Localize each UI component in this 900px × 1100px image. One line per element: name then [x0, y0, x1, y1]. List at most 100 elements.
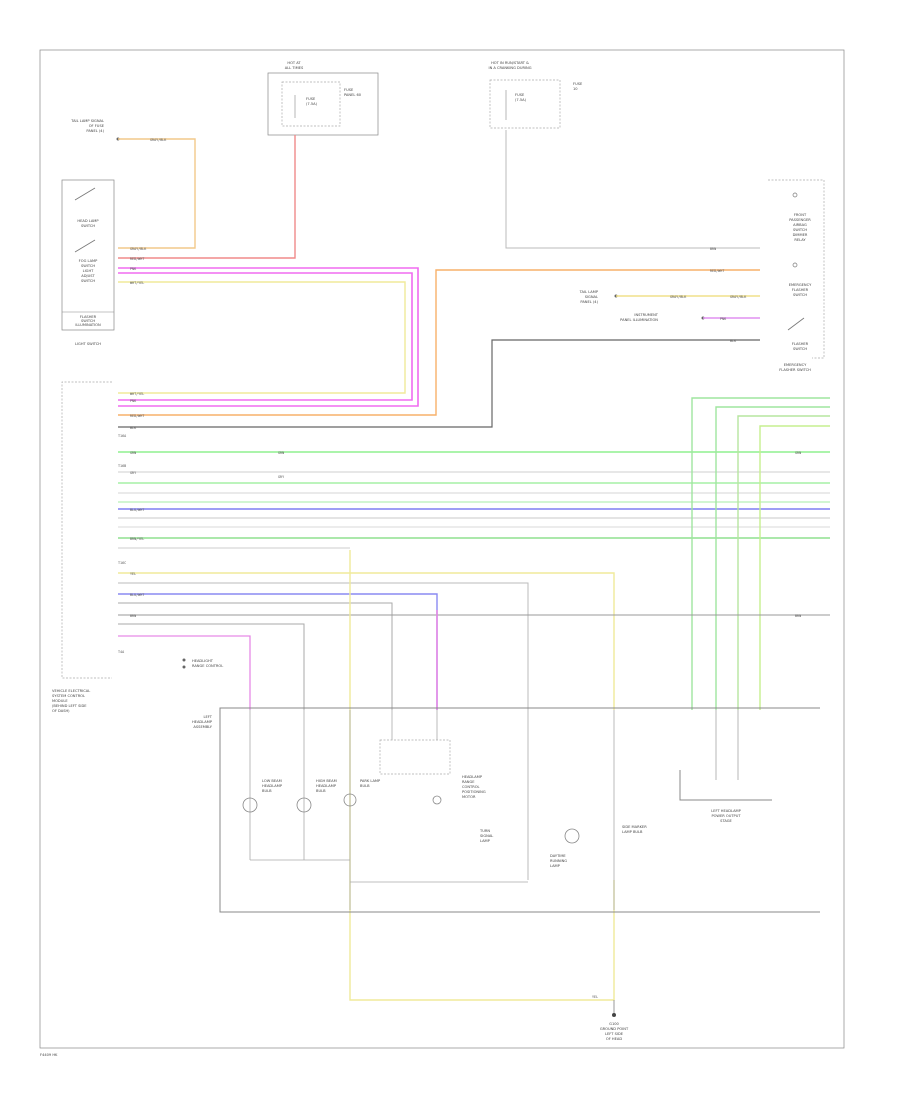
emergency-part-3: AIRBAG [793, 223, 807, 227]
fuse-right-fuse-2: (7.5A) [515, 98, 527, 102]
emergency-part-8: FLASHER [792, 288, 809, 292]
wl-right-3: GRAY/BLK [670, 295, 687, 299]
fuse-left-header-1: HOT AT [287, 61, 301, 65]
fuse-left: HOT AT ALL TIMES FUSE (7.5A) FUSE PANEL … [267, 61, 379, 136]
wl-red-white-2: RED/WHT [130, 414, 144, 418]
lamp-3-a: PARK LAMP [360, 779, 381, 783]
tail-lamp-signal-2: SIGNAL [585, 295, 598, 299]
fuse-right-fuse-1: FUSE [515, 93, 525, 97]
wire-gray-flasher [118, 339, 760, 428]
wire-right-v1 [691, 397, 830, 710]
fuse-right-note-1: FUSE [573, 82, 583, 86]
left-headlamp-2: HEADLAMP [192, 720, 213, 724]
emergency-part-6: RELAY [794, 238, 806, 242]
control-module-outline [61, 381, 112, 679]
light-switch-lower-3: ILLUMINATION [75, 323, 101, 327]
wl-right-1: BRN [710, 247, 716, 251]
wl-white-yellow-2: WHT/YEL [130, 392, 144, 396]
lamp-1-b: HEADLAMP [262, 784, 283, 788]
fuse-right-note-2: 10 [573, 87, 578, 91]
light-switch-part-4: SWITCH [81, 264, 95, 268]
emergency-part-1: FRONT [794, 213, 807, 217]
wire-pink-2 [118, 272, 413, 401]
wire-yellow-2 [118, 572, 615, 710]
fuse-left-header-2: ALL TIMES [285, 66, 304, 70]
light-switch-box [61, 179, 115, 331]
emergency-part-2: PASSENGER [789, 218, 811, 222]
module-label-2: SYSTEM CONTROL [52, 694, 85, 698]
wl-pink-2: PNK [130, 399, 137, 403]
wire-right-v2 [715, 406, 830, 710]
section-t4: T4A [118, 650, 124, 654]
ground-3: LEFT SIDE [605, 1032, 624, 1036]
ground-point: G100 GROUND POINT LEFT SIDE OF HEAD [600, 1013, 629, 1041]
wire-orange [118, 269, 760, 416]
light-switch-part-2: SWITCH [81, 224, 95, 228]
fuse-left-inner [281, 81, 341, 127]
instrument-ill-1: INSTRUMENT [634, 313, 658, 317]
wire-red [118, 135, 296, 259]
emergency-label-2: FLASHER SWITCH [779, 368, 811, 372]
lamp-7-b: LAMP BULB [622, 830, 643, 834]
wl-right-8: BRN [795, 614, 801, 618]
lamp-6-c: LAMP [550, 864, 561, 868]
lamp-5-b: SIGNAL [480, 834, 493, 838]
wl-gray-2: GRY [278, 475, 284, 479]
fuse-right-inner [489, 79, 561, 129]
positioning-motor-box [379, 739, 451, 775]
fuse-left-fuse-1: FUSE [306, 97, 316, 101]
ground-4: OF HEAD [606, 1037, 622, 1041]
headlamp-boundary [219, 707, 820, 913]
lamp-1-a: LOW BEAM [262, 779, 282, 783]
headlight-range-1: HEADLIGHT [192, 659, 214, 663]
light-switch: HEAD LAMP SWITCH FOG LAMP SWITCH LIGHT A… [61, 179, 115, 346]
lamp-4-d: POSITIONING [462, 790, 486, 794]
light-switch-part-3: FOG LAMP [79, 259, 98, 263]
light-switch-lower-1: FLASHER [80, 315, 97, 319]
tail-lamp-fuse-1: TAIL LAMP SIGNAL [70, 119, 104, 123]
module-label-1: VEHICLE ELECTRICAL [52, 689, 90, 693]
lamp-4-b: RANGE [462, 780, 475, 784]
section-t1: T16A [118, 434, 126, 438]
wire-gray-6 [118, 602, 393, 710]
lamp-5-c: LAMP [480, 839, 491, 843]
wl-blue-white-2: BLU/WHT [130, 593, 144, 597]
wl-white-yellow: WHT/YEL [130, 281, 144, 285]
wl-right-4: GRAY/BLK [730, 295, 747, 299]
ground-1: G100 [609, 1022, 619, 1026]
light-switch-part-6: ADJUST [81, 274, 95, 278]
wire-pink-1 [118, 267, 419, 407]
wire-tail-signal [118, 138, 196, 249]
section-t3: T16C [118, 561, 126, 565]
park-lamp-bulb-icon [343, 793, 357, 807]
wl-brown-yellow: BRN/YEL [130, 537, 144, 541]
lamp-6-b: RUNNING [550, 859, 567, 863]
emergency-label-1: EMERGENCY [784, 363, 807, 367]
wl-brown: BRN [130, 614, 136, 618]
ground-2: GROUND POINT [600, 1027, 629, 1031]
wl-gray-black-2: GRAY/BLK [130, 247, 147, 251]
tail-lamp-fuse-2: OF FUSE [89, 124, 105, 128]
tail-lamp-signal-1: TAIL LAMP [579, 290, 599, 294]
fuse-right-header-2: IN A CRANKING DURING [489, 66, 532, 70]
light-switch-lower-2: SWITCH [81, 319, 95, 323]
wire-fuse-right [505, 130, 760, 249]
tail-lamp-fuse-3: PANEL (4) [86, 129, 104, 133]
motor-icon [432, 795, 442, 805]
wl-gray: GRY [130, 471, 136, 475]
lamp-7-a: SIDE MARKER [622, 825, 647, 829]
power-stage-3: STAGE [720, 819, 732, 823]
instrument-ill-2: PANEL ILLUMINATION [620, 318, 658, 322]
wl-right-2: RED/WHT [710, 269, 724, 273]
emergency-part-10: FLASHER [792, 342, 809, 346]
wl-blue-white: BLU/WHT [130, 508, 144, 512]
lamp-4-a: HEADLAMP [462, 775, 483, 779]
wl-yellow: YEL [130, 572, 136, 576]
emergency-flasher-switch: FRONT PASSENGER AIRBAG SWITCH DIMMER REL… [768, 179, 825, 372]
module-label-3: MODULE [52, 699, 68, 703]
fuse-left-box [267, 72, 379, 136]
lamp-2-a: HIGH BEAM [316, 779, 337, 783]
wl-right-6: BLK [730, 339, 737, 343]
wires [118, 130, 830, 1014]
wire-blue-2 [118, 593, 438, 710]
